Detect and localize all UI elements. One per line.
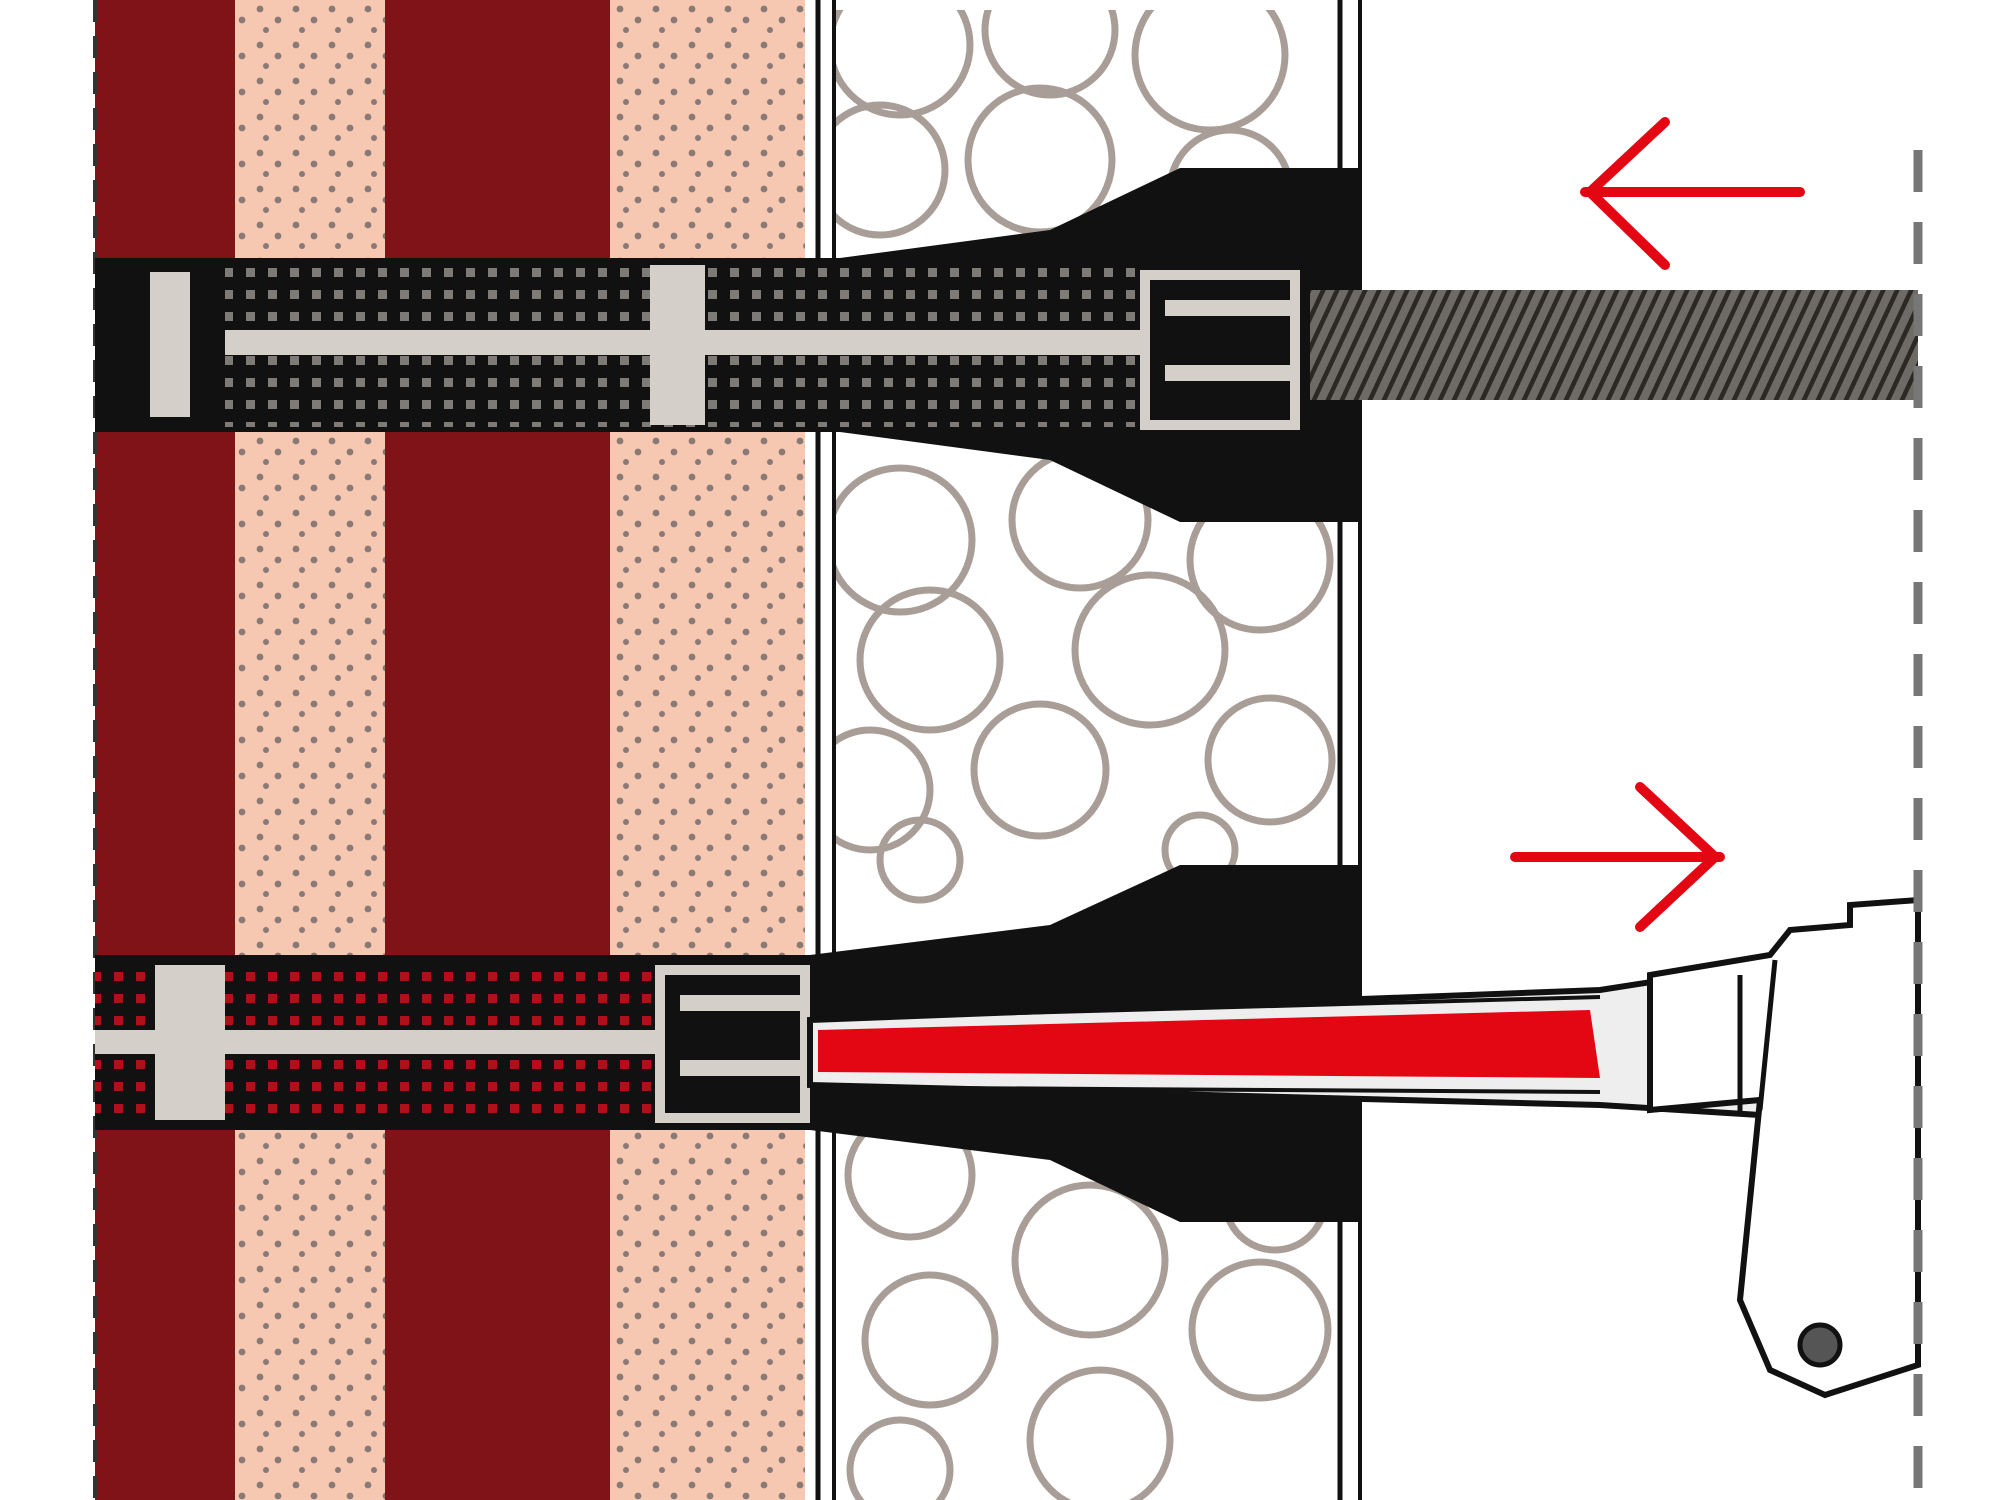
mortar-layer xyxy=(235,0,385,1500)
masonry-wall xyxy=(93,0,805,1500)
arrow-left-icon xyxy=(1580,117,1805,270)
sleeve-spacer xyxy=(650,265,705,425)
threaded-rod xyxy=(1310,290,1918,400)
anchor-sleeve xyxy=(95,962,810,1123)
anchor-sleeve xyxy=(150,262,1300,430)
sleeve-collar xyxy=(655,965,810,1123)
brick-layer xyxy=(385,0,610,1500)
dispenser-gun xyxy=(1647,896,1921,1399)
sleeve-center-bar xyxy=(225,330,1295,355)
sleeve-spacer xyxy=(155,965,225,1120)
injection-mortar xyxy=(818,1010,1600,1078)
mortar-layer xyxy=(610,0,805,1500)
upper-anchor xyxy=(95,168,1918,522)
gun-pivot-screw xyxy=(1797,1322,1843,1368)
lower-anchor xyxy=(95,865,1921,1399)
brick-layer xyxy=(95,0,235,1500)
sleeve-end-cap xyxy=(150,272,190,417)
sleeve-collar xyxy=(1140,270,1300,430)
arrow-right-icon xyxy=(1510,782,1725,932)
